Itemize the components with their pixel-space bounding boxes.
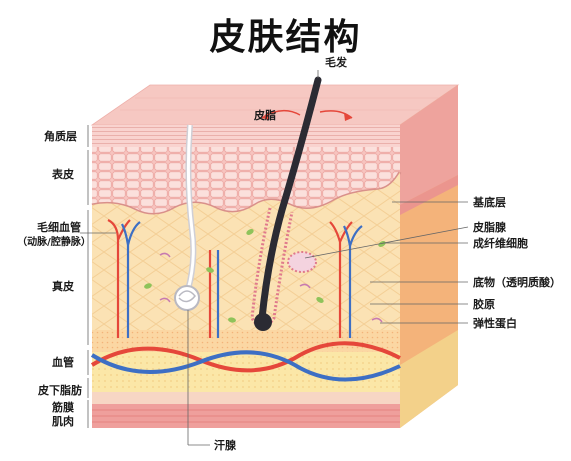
label-fibroblast: 成纤维细胞 <box>473 237 528 250</box>
fibroblasts <box>144 229 386 323</box>
label-stratum-corneum: 角质层 <box>44 130 77 143</box>
label-hair: 毛发 <box>325 56 347 69</box>
label-sebaceous-gland: 皮脂腺 <box>473 221 506 234</box>
label-basal-layer: 基底层 <box>473 196 506 209</box>
sebaceous-gland-shape <box>287 251 317 273</box>
label-fascia: 筋膜 <box>52 401 74 414</box>
artery-horizontal <box>90 341 401 373</box>
leader-lines <box>187 70 469 446</box>
label-sebum: 皮脂 <box>254 109 276 122</box>
label-muscle: 肌肉 <box>52 415 74 428</box>
label-elastin: 弹性蛋白 <box>473 317 517 330</box>
elastin-fibers <box>159 252 383 323</box>
fascia-layer <box>92 392 400 404</box>
label-collagen: 胶原 <box>473 298 495 311</box>
stratum-corneum <box>92 125 400 147</box>
page-title: 皮肤结构 <box>209 17 362 58</box>
epidermis-layer <box>92 147 400 215</box>
sweat-gland-coil <box>174 285 200 311</box>
capillary-loops-left <box>107 219 363 338</box>
layer-brackets <box>80 125 116 428</box>
label-epidermis: 表皮 <box>52 168 74 181</box>
label-sweat-gland: 汗腺 <box>214 439 236 452</box>
label-capillary-sub: （动脉/腔静脉） <box>17 237 91 248</box>
hair-bulb <box>254 313 272 331</box>
skin-surface <box>92 85 458 125</box>
label-ground-substance: 底物（透明质酸） <box>473 276 561 289</box>
hair-shaft <box>258 76 322 322</box>
label-subcutaneous-fat: 皮下脂肪 <box>38 384 82 397</box>
vein-horizontal <box>90 350 401 382</box>
label-blood-vessel: 血管 <box>52 356 74 369</box>
label-dermis: 真皮 <box>52 280 74 293</box>
label-capillary: 毛细血管 <box>37 221 81 234</box>
